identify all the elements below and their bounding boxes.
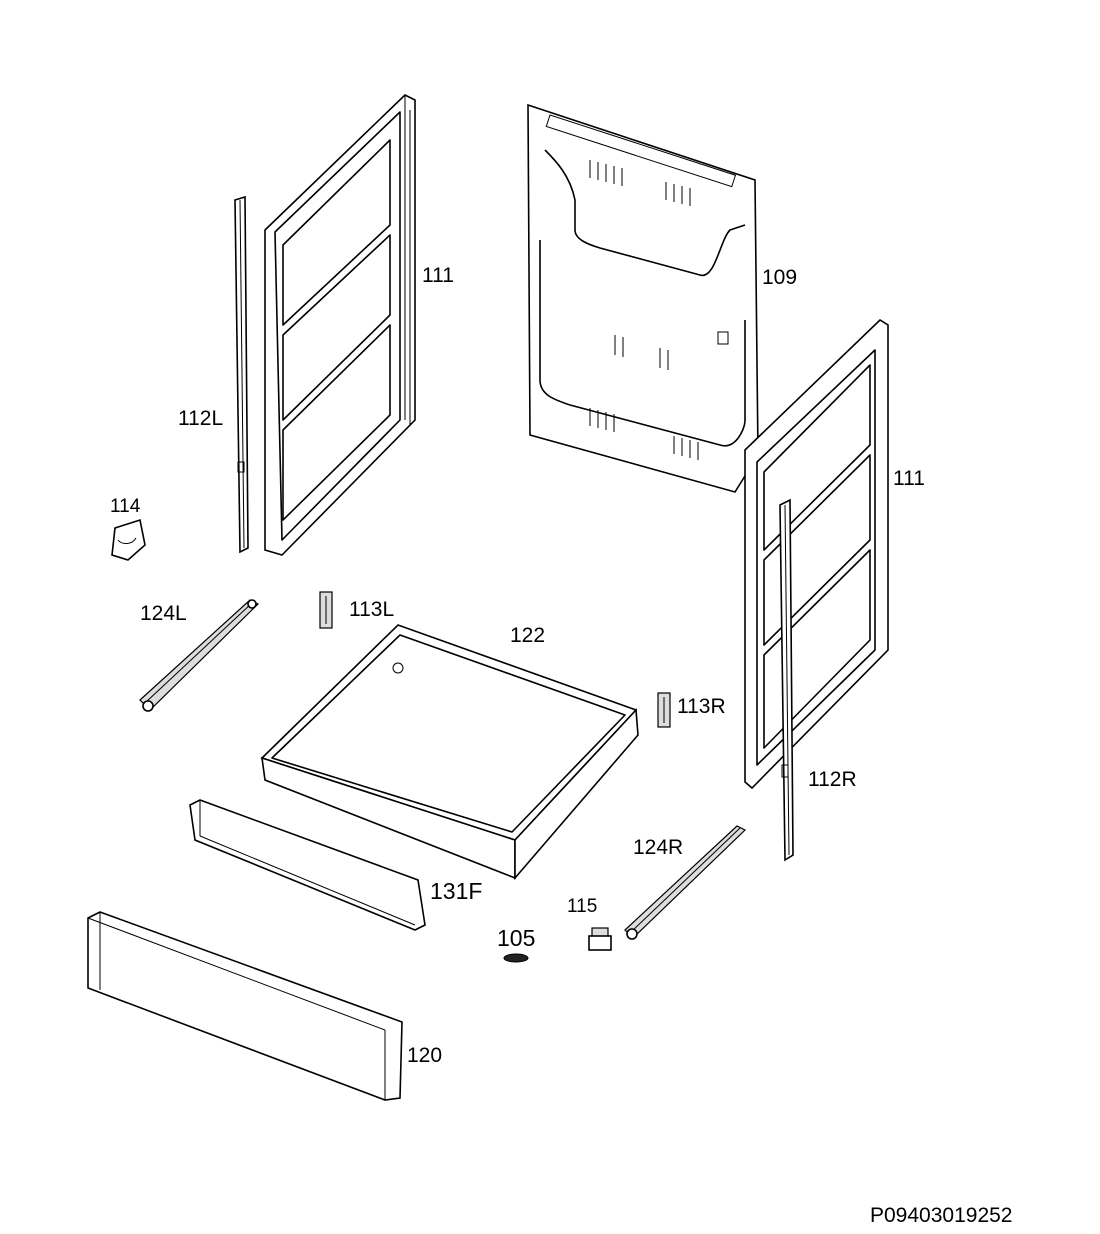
- part-120-kick-panel[interactable]: [87, 911, 403, 1101]
- part-111-right-side-panel[interactable]: [744, 318, 889, 790]
- label-131F: 131F: [430, 878, 483, 904]
- part-113L-bracket[interactable]: [319, 591, 333, 629]
- part-111-left-side-panel[interactable]: [264, 94, 416, 556]
- part-112R-trim-strip[interactable]: [779, 498, 794, 862]
- label-120: 120: [407, 1044, 443, 1067]
- label-114: 114: [110, 496, 141, 517]
- label-105: 105: [497, 925, 536, 951]
- part-105-screw[interactable]: [503, 953, 529, 963]
- label-115: 115: [567, 896, 598, 917]
- part-114-clip[interactable]: [111, 518, 146, 561]
- label-111-right: 111: [893, 467, 925, 490]
- part-115-adjustable-foot[interactable]: [588, 927, 612, 951]
- label-109: 109: [762, 266, 798, 289]
- part-122-drawer-tray[interactable]: [260, 624, 639, 881]
- label-122: 122: [510, 624, 546, 647]
- part-112L-trim-strip[interactable]: [234, 195, 249, 554]
- label-124R: 124R: [633, 836, 684, 859]
- part-131F-front-profile[interactable]: [189, 799, 426, 931]
- label-111-left: 111: [422, 264, 454, 287]
- part-109-back-panel[interactable]: [527, 103, 759, 493]
- label-113L: 113L: [349, 598, 395, 621]
- part-124R-slide-rail[interactable]: [624, 825, 747, 940]
- label-124L: 124L: [140, 602, 187, 625]
- label-112L: 112L: [178, 407, 224, 430]
- part-113R-bracket[interactable]: [657, 692, 671, 728]
- document-code: P09403019252: [870, 1204, 1013, 1227]
- label-112R: 112R: [808, 768, 857, 791]
- label-113R: 113R: [677, 695, 726, 718]
- part-124L-slide-rail[interactable]: [139, 599, 260, 712]
